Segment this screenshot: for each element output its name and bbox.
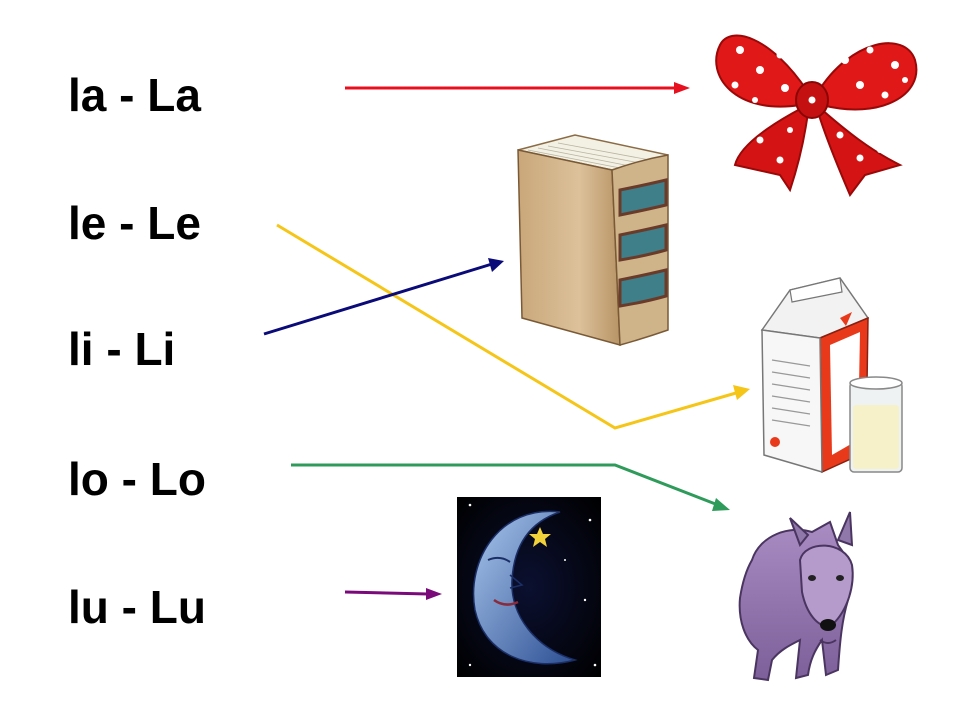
book-icon — [517, 134, 669, 346]
syllable-li: li - Li — [68, 323, 176, 375]
connector-lu-to-moon — [344, 588, 442, 600]
connector-lines — [263, 82, 750, 600]
connector-li-to-book — [263, 258, 504, 336]
wolf-icon — [738, 511, 854, 682]
connector-lo-to-wolf — [291, 463, 730, 511]
connector-le-to-milk — [276, 223, 750, 430]
syllable-lu: lu - Lu — [68, 581, 206, 633]
milk-carton-icon — [760, 277, 903, 474]
syllable-le: le - Le — [68, 197, 201, 249]
connector-la-to-bow — [345, 82, 690, 94]
syllable-la: la - La — [68, 69, 201, 121]
bow-icon — [715, 34, 918, 197]
moon-icon — [457, 497, 601, 677]
syllable-lo: lo - Lo — [68, 453, 206, 505]
